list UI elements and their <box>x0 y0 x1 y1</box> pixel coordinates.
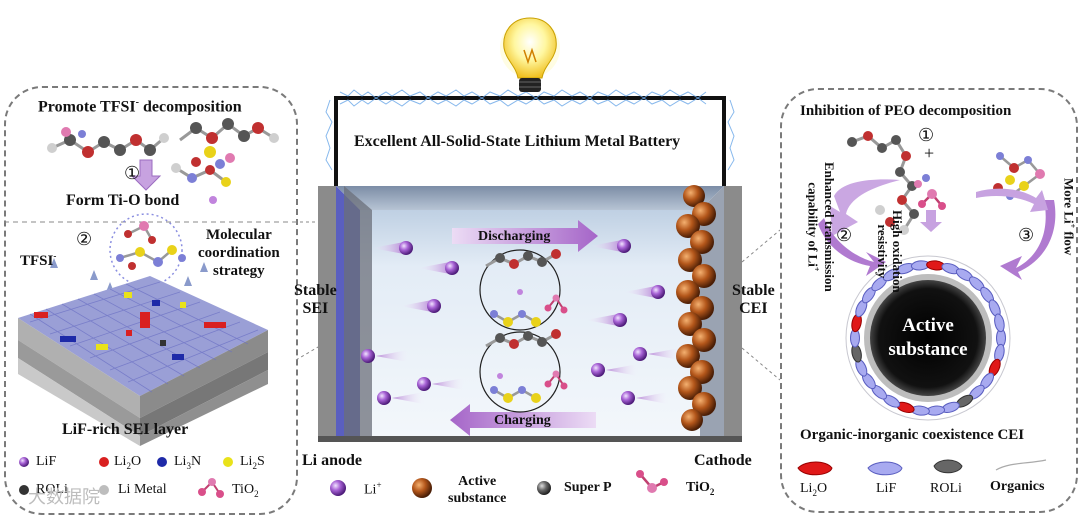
bond-atom-icon <box>209 196 217 204</box>
legend-li2o: Li2O <box>114 454 142 471</box>
legend-li-metal: Li Metal <box>118 482 167 497</box>
legend-tio2: TiO2 <box>232 482 259 499</box>
tio2-bottom-legend-icon <box>636 470 668 493</box>
lif-cei-legend-label: LiF <box>876 481 897 496</box>
left-curved-arrow <box>830 179 900 236</box>
roli-cei-legend-icon <box>933 459 963 474</box>
sei-layer-caption: LiF-rich SEI layer <box>62 421 189 438</box>
legend-li2s: Li2S <box>240 454 265 471</box>
battery-right-wall <box>724 186 742 440</box>
tfsi-molecule-cluster <box>47 118 279 187</box>
right-down-arrow-icon <box>920 210 942 232</box>
step2-left: ② <box>76 229 93 249</box>
roli-cei-legend-label: ROLi <box>930 481 962 496</box>
discharging-label: Discharging <box>478 229 551 244</box>
battery-bottom <box>318 436 742 442</box>
legend-li3n: Li3N <box>174 454 202 471</box>
legend-roli: ROLi <box>36 482 68 497</box>
battery-left-wall <box>318 186 336 440</box>
cei-caption: Organic-inorganic coexistence CEI <box>800 427 1025 443</box>
organics-legend-label: Organics <box>990 479 1045 494</box>
watermark: 大数据院 <box>28 487 100 507</box>
li2s-legend-icon <box>223 457 233 467</box>
upper-molecular-cycle <box>479 249 568 331</box>
li-ion-legend-label: Li+ <box>364 480 382 498</box>
cei-particle <box>845 255 1011 421</box>
right-panel <box>780 88 1078 513</box>
li-metal-legend-icon <box>99 485 109 495</box>
legend-lif: LiF <box>36 454 57 469</box>
step3-right: ③ <box>1018 225 1035 245</box>
battery-top <box>336 186 724 210</box>
step2-right: ② <box>836 225 853 245</box>
li3n-legend-icon <box>157 457 167 467</box>
lif-cei-legend-icon <box>867 461 903 476</box>
right-curved-arrow <box>1000 200 1056 280</box>
coordinated-molecule <box>116 221 186 270</box>
li-ion-legend-icon <box>330 480 346 496</box>
li2o-cei-legend-label: Li2O <box>800 481 828 498</box>
form-bond-label: Form Ti-O bond <box>66 192 180 209</box>
peo-molecule-cluster <box>847 131 1045 235</box>
step1-right: ① <box>918 125 935 145</box>
tio2-legend-icon <box>198 478 224 498</box>
plus-sign: + <box>924 143 935 163</box>
strategy-label: Molecular coordination strategy <box>198 227 280 279</box>
battery-title: Excellent All-Solid-State Lithium Metal … <box>354 133 681 150</box>
cei-ring-segment <box>994 313 1005 333</box>
sei-layer-slab <box>18 276 268 446</box>
electric-sparks <box>325 89 735 171</box>
super-p-legend-label: Super P <box>564 480 612 495</box>
lower-molecular-cycle <box>479 329 568 413</box>
active-substance-legend-icon <box>412 478 432 498</box>
li2o-legend-icon <box>99 457 109 467</box>
cathode-label: Cathode <box>694 452 752 469</box>
left-curved-arrow-lower <box>818 218 886 276</box>
super-p-legend-icon <box>537 481 551 495</box>
sei-edge <box>344 186 372 440</box>
down-arrow-icon <box>130 159 162 191</box>
roli-legend-icon <box>19 485 29 495</box>
right-title: Inhibition of PEO decomposition <box>800 103 1012 119</box>
charging-arrow <box>450 404 596 436</box>
cathode-particles <box>676 185 716 431</box>
tfsi-label: TFSI- <box>20 251 57 269</box>
li-ion-particles <box>361 239 680 405</box>
lif-legend-icon <box>19 457 29 467</box>
li2o-cei-legend-icon <box>797 461 833 476</box>
circuit-wire <box>334 96 726 186</box>
li-anode-label: Li anode <box>302 452 363 469</box>
right-tio2-icon <box>918 189 946 210</box>
light-bulb-icon <box>500 17 560 92</box>
charging-label: Charging <box>494 413 551 428</box>
discharging-arrow <box>452 220 598 252</box>
more-li-flow-label: More Li+ flow <box>1061 178 1077 256</box>
organics-legend-icon <box>995 459 1047 471</box>
step1-left: ① <box>124 163 141 183</box>
promote-title: Promote TFSI- decomposition <box>38 97 242 116</box>
right-curved-arrow-upper <box>976 188 1048 212</box>
tio2-bottom-legend-label: TiO2 <box>686 480 715 497</box>
